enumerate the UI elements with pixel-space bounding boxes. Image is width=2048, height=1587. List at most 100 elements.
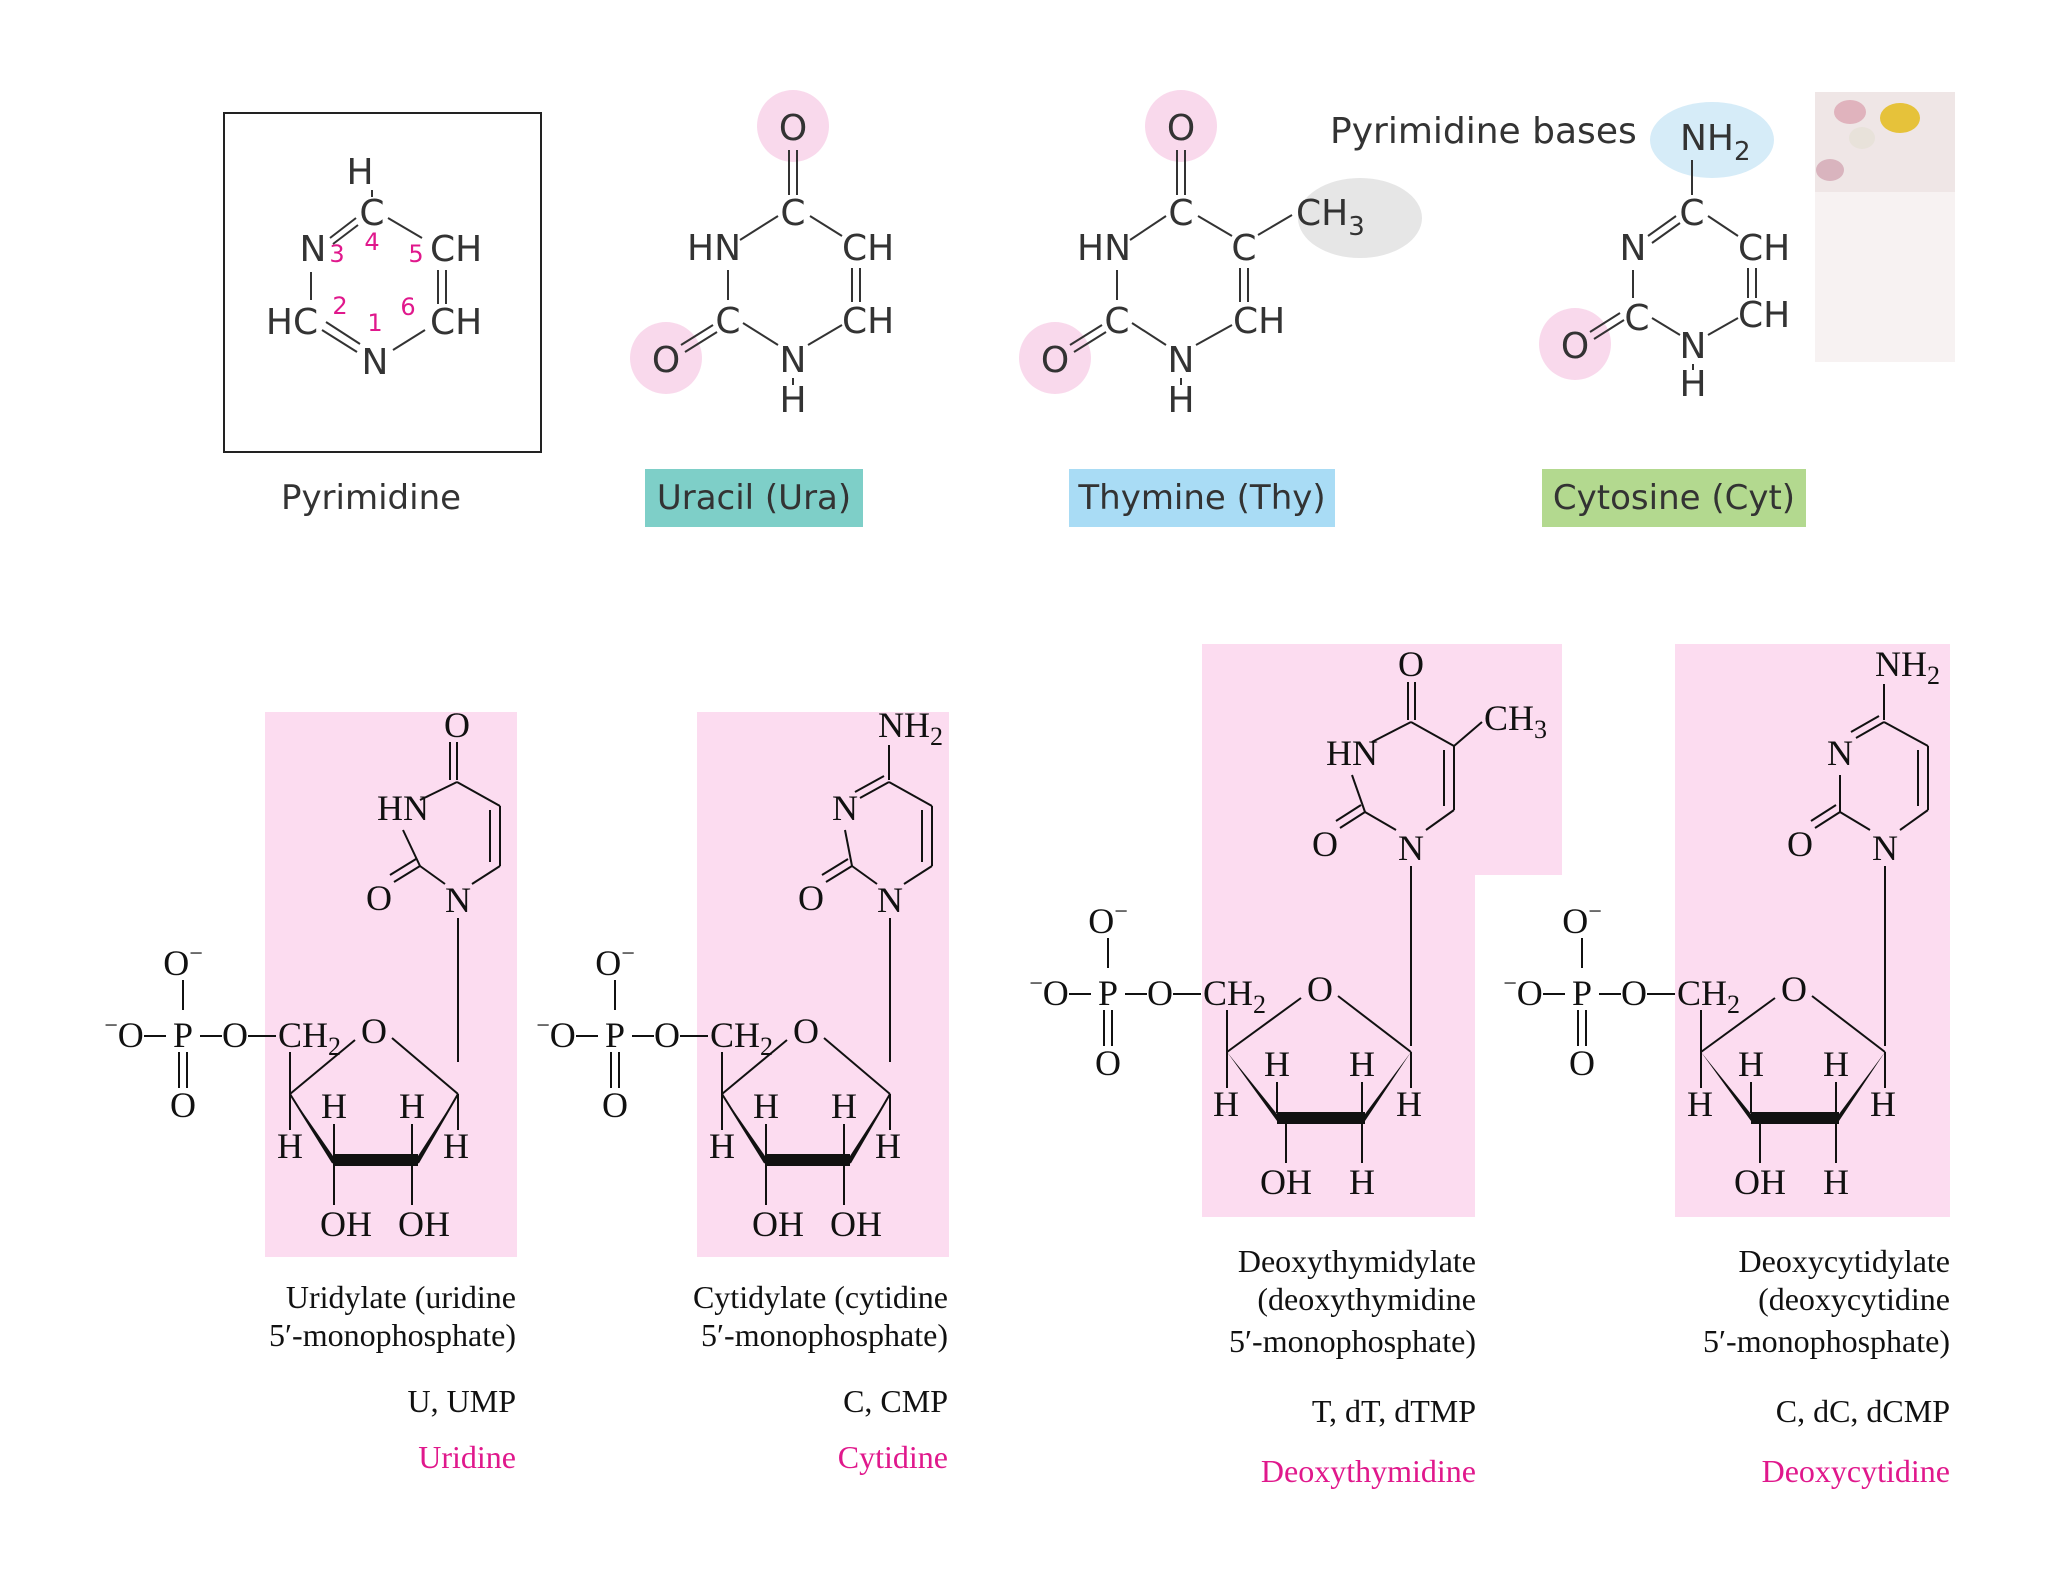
sugar-o-ring: O xyxy=(1781,969,1807,1009)
sugar-h-left: H xyxy=(753,1086,779,1126)
sugar-h4: H xyxy=(709,1126,735,1166)
nucleotide-cmp: NH2 N O N xyxy=(798,705,943,1062)
atom-nh2: NH2 xyxy=(1680,118,1751,167)
cmp-name-line1: Cytidylate (cytidine xyxy=(693,1279,948,1315)
atom-n-bottom: N xyxy=(780,340,807,381)
atom-c6: CH xyxy=(430,302,482,343)
ring-number-3: 3 xyxy=(329,240,344,268)
atom-ch-bottom: CH xyxy=(1233,301,1285,342)
thymine-structure: O C HN C CH3 C CH O N H Thymine (Thy) xyxy=(1019,90,1422,527)
sugar-x2: H xyxy=(1823,1162,1849,1202)
sugar-h-left: H xyxy=(1738,1044,1764,1084)
sugar-o-ring: O xyxy=(1307,969,1333,1009)
cmp-name-line2: 5′-monophosphate) xyxy=(701,1317,948,1353)
dcmp-name-line3: 5′-monophosphate) xyxy=(1703,1323,1950,1359)
dcmp-nucleoside: Deoxycytidine xyxy=(1762,1453,1950,1489)
atom-c-top: C xyxy=(1679,193,1704,234)
dtmp-nucleoside: Deoxythymidine xyxy=(1261,1453,1476,1489)
thymine-caption-bg xyxy=(1069,469,1335,527)
phosphate-o-top: O− xyxy=(163,941,203,983)
nucleotide-dcmp: NH2 N O N xyxy=(1787,644,1940,1046)
ump-name-line2: 5′-monophosphate) xyxy=(269,1317,516,1353)
atom-c2: HC xyxy=(266,302,318,343)
phosphate-o-bridge: O xyxy=(222,1015,248,1055)
sugar-o-ring: O xyxy=(361,1011,387,1051)
atom-c4: C xyxy=(359,193,384,234)
ump-name-line1: Uridylate (uridine xyxy=(286,1279,516,1315)
pyrimidine-bases-heading: Pyrimidine bases xyxy=(1330,111,1637,152)
ring-number-2: 2 xyxy=(332,292,347,320)
uracil-caption-bg xyxy=(645,469,863,527)
atom-h: H xyxy=(346,152,373,193)
atom-hn: HN xyxy=(1077,228,1131,269)
atom-c-left: C xyxy=(1624,298,1649,339)
sugar-h4: H xyxy=(1687,1084,1713,1124)
phosphate-sugar-ump: O− −O P O CH2 O O H H H H OH OH xyxy=(104,941,469,1244)
base-n1: N xyxy=(445,880,471,920)
phosphate-o-left: −O xyxy=(104,1013,144,1055)
sugar-h1: H xyxy=(1396,1084,1422,1124)
atom-n-bottom: N xyxy=(1680,326,1707,367)
atom-ch-bottom: CH xyxy=(1738,295,1790,336)
phosphate-p: P xyxy=(173,1015,193,1055)
base-n3: N xyxy=(1827,733,1853,773)
dcmp-abbrev: C, dC, dCMP xyxy=(1776,1393,1950,1429)
dtmp-abbrev: T, dT, dTMP xyxy=(1312,1393,1476,1429)
sugar-ch2: CH2 xyxy=(1677,973,1740,1019)
atom-c-top: C xyxy=(780,193,805,234)
thymine-caption: Thymine (Thy) xyxy=(1077,478,1325,518)
ring-number-5: 5 xyxy=(408,240,423,268)
nucleotide-ump: O HN O N xyxy=(366,705,501,1062)
base-n1: N xyxy=(877,880,903,920)
sugar-oh3: OH xyxy=(1734,1162,1786,1202)
phosphate-o-left: −O xyxy=(1503,971,1543,1013)
pyrimidine-structure: H C N CH HC CH N 1 2 3 4 5 6 Pyrimidine xyxy=(223,112,542,518)
atom-n1: N xyxy=(362,342,389,383)
sugar-x2: OH xyxy=(398,1204,450,1244)
base-o2: O xyxy=(798,878,824,918)
phosphate-sugar-cmp: O− −O P O CH2 O O H H H H OH OH xyxy=(536,941,901,1244)
phosphate-o-bottom: O xyxy=(170,1085,196,1125)
base-n1: N xyxy=(1872,828,1898,868)
dtmp-name-line1: Deoxythymidylate xyxy=(1238,1243,1476,1279)
phosphate-o-bridge: O xyxy=(1621,973,1647,1013)
ump-abbrev: U, UMP xyxy=(408,1383,516,1419)
atom-o-left: O xyxy=(652,340,680,381)
sugar-oh3: OH xyxy=(320,1204,372,1244)
uracil-structure: O C HN CH C CH O N H Uracil (Ura) xyxy=(630,90,894,527)
atom-n3: N xyxy=(300,229,327,270)
sugar-x2: OH xyxy=(830,1204,882,1244)
atom-o-top: O xyxy=(779,108,807,149)
atom-c5: CH xyxy=(430,229,482,270)
sugar-h-left: H xyxy=(321,1086,347,1126)
dcmp-name-line2: (deoxycytidine xyxy=(1758,1281,1950,1317)
base-o: O xyxy=(1398,644,1424,684)
sugar-o-ring: O xyxy=(793,1011,819,1051)
sugar-h-right: H xyxy=(399,1086,425,1126)
atom-ch-bottom: CH xyxy=(842,301,894,342)
base-o2: O xyxy=(1312,824,1338,864)
phosphate-o-top: O− xyxy=(1562,899,1602,941)
phosphate-o-bottom: O xyxy=(602,1085,628,1125)
atom-c-left: C xyxy=(715,301,740,342)
uracil-caption: Uracil (Ura) xyxy=(657,478,851,518)
ring-number-4: 4 xyxy=(364,228,379,256)
atom-h-bottom: H xyxy=(1167,380,1194,421)
base-n3: N xyxy=(832,788,858,828)
sugar-h1: H xyxy=(443,1126,469,1166)
sugar-h1: H xyxy=(875,1126,901,1166)
cytosine-structure: NH2 C N CH C CH O N H Cytosine (Cyt) xyxy=(1539,102,1806,527)
phosphate-o-bottom: O xyxy=(1095,1043,1121,1083)
base-nh2: NH2 xyxy=(878,705,943,751)
sugar-ch2: CH2 xyxy=(1203,973,1266,1019)
cmp-abbrev: C, CMP xyxy=(843,1383,948,1419)
atom-n-bottom: N xyxy=(1168,340,1195,381)
atom-h-bottom: H xyxy=(779,380,806,421)
phosphate-o-left: −O xyxy=(536,1013,576,1055)
base-ch3: CH3 xyxy=(1484,698,1547,744)
deoxythymidine-highlight-box xyxy=(1202,644,1562,1217)
phosphate-sugar-dtmp: O− −O P O CH2 O O H H H H OH H xyxy=(1029,899,1422,1202)
atom-h-bottom: H xyxy=(1679,364,1706,405)
ump-nucleoside: Uridine xyxy=(418,1439,516,1475)
sugar-h-right: H xyxy=(1823,1044,1849,1084)
